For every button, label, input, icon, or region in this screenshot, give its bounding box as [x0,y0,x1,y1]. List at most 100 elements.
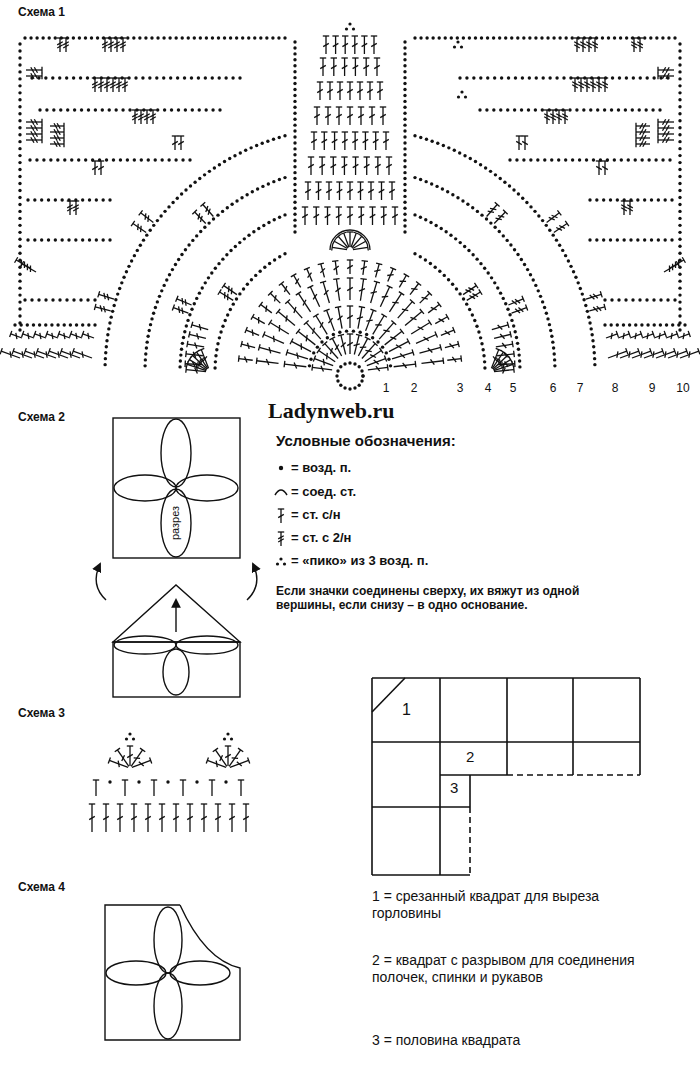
chart-side [114,45,120,48]
crochet-chart [552,346,555,349]
chart-side [602,198,605,201]
crochet-chart [327,82,333,100]
chart-side [211,108,214,111]
chart-side [676,261,679,267]
crochet-chart [184,248,187,251]
chart-side [172,141,178,144]
crochet-chart [242,287,245,290]
crochet-chart [104,351,107,354]
chart-side [678,133,681,136]
crochet-chart [342,132,348,150]
crochet-chart [403,224,406,227]
crochet-chart [317,82,323,100]
crochet-chart [517,348,520,351]
crochet-chart [268,320,271,325]
chart-side [586,37,592,38]
chart-side [112,78,113,92]
crochet-chart [333,43,339,46]
chart-side [667,348,688,361]
crochet-chart [574,276,577,279]
chart-side [95,238,98,241]
chart-side [575,108,578,111]
crochet-chart [337,189,343,192]
chart-side [108,42,114,45]
chart-side [69,323,72,326]
crochet-chart [555,238,558,241]
crochet-chart [307,285,313,288]
chart-side [679,348,700,361]
crochet-chart [353,362,356,365]
crochet-chart [474,160,477,163]
crochet-chart [251,314,254,320]
chart-side [72,348,74,354]
crochet-chart [302,214,308,217]
crochet-chart [245,327,247,333]
chart-side [602,160,608,161]
chart-side [67,201,73,215]
crochet-chart [352,57,358,58]
crochet-chart [293,212,296,215]
crochet-chart [336,106,342,107]
chart-side [616,238,619,241]
crochet-chart [352,244,368,253]
crochet-chart [184,188,187,191]
chart-side [60,198,63,201]
crochet-chart [196,213,202,219]
chart-side [413,36,700,374]
chart-side [50,125,64,126]
crochet-chart [256,358,279,367]
chart-side [65,76,68,79]
crochet-chart [420,293,430,303]
crochet-chart [471,206,474,209]
chart-side [198,348,204,350]
chart-side [57,45,63,48]
chart-side [529,158,532,161]
chart-side [658,133,674,134]
crochet-chart [142,238,145,241]
chart-side [18,182,21,185]
chart-side [592,37,598,38]
chart-side [26,127,42,128]
chart-side [72,76,75,79]
chart-side [140,158,143,161]
chart-side [33,238,36,241]
crochet-chart [347,287,353,290]
crochet-chart [188,313,191,316]
chart-side [662,261,679,275]
chart-side [590,77,596,78]
crochet-chart [553,358,556,361]
crochet-chart [262,224,265,227]
chart-side [72,298,75,301]
chart-side [674,348,676,354]
chart-side [78,36,81,39]
crochet-chart [424,180,427,183]
crochet-chart [342,43,348,46]
crochet-chart [314,106,320,107]
crochet-chart [377,320,396,341]
crochet-chart [380,106,386,107]
crochet-chart [294,278,300,284]
crochet-chart [131,221,148,235]
chart-side [646,76,649,79]
chart-side [44,323,47,326]
chart-side [77,158,80,161]
chart-side [148,76,151,79]
chart-side [140,110,141,124]
crochet-chart [116,292,119,295]
chart-side [18,112,21,115]
crochet-chart [106,333,109,336]
crochet-chart [387,364,389,370]
crochet-chart [597,305,601,311]
chart-side [126,36,129,39]
crochet-chart [545,311,548,314]
chart-side [178,136,184,150]
chart-side [678,147,681,150]
crochet-chart [215,348,218,351]
crochet-chart [389,341,408,351]
crochet-chart [277,325,283,331]
chart-side [580,38,586,52]
crochet-chart [352,131,358,132]
crochet-chart [337,82,343,100]
chart-side [18,91,21,94]
crochet-chart [494,212,505,223]
